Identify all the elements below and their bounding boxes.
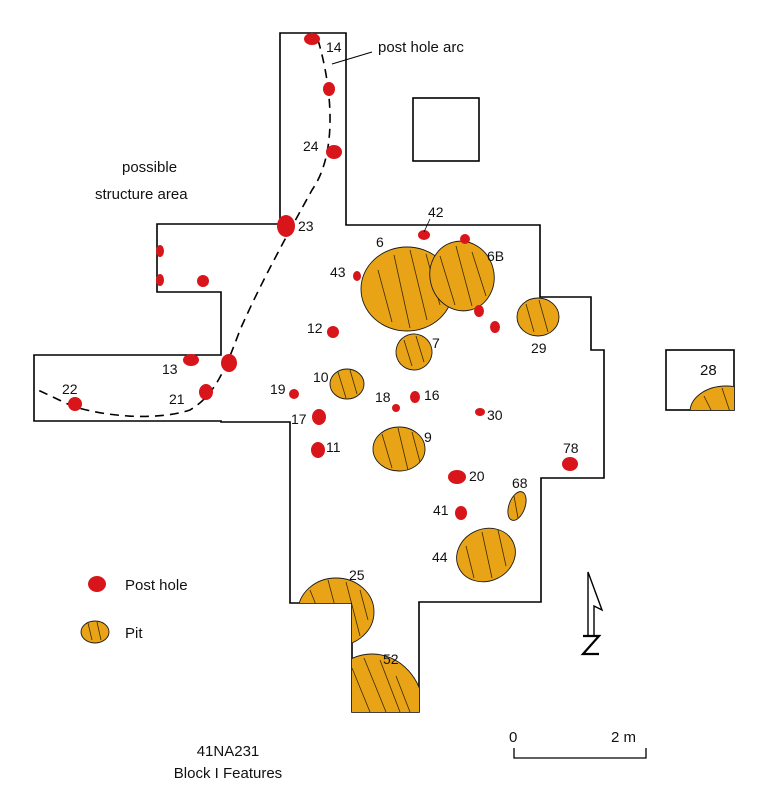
pit-28: [689, 385, 734, 410]
post-hole: [68, 397, 82, 411]
scale-end-label: 2 m: [611, 729, 636, 746]
post-hole: [460, 234, 470, 244]
label-25: 25: [349, 567, 365, 583]
label-9: 9: [424, 429, 432, 445]
label-28: 28: [700, 362, 717, 379]
annotation-structure-line2: structure area: [95, 186, 188, 203]
pit-10: [329, 368, 365, 400]
post-hole: [311, 442, 325, 458]
label-41: 41: [433, 502, 449, 518]
map-title: Block I Features: [174, 765, 282, 782]
site-number: 41NA231: [197, 743, 260, 760]
pit-6b: [429, 240, 495, 312]
label-42: 42: [428, 204, 444, 220]
legend-pit-label: Pit: [125, 625, 143, 642]
label-78: 78: [563, 440, 579, 456]
pit-25: [297, 577, 375, 647]
label-23: 23: [298, 218, 314, 234]
label-24: 24: [303, 138, 319, 154]
label-43: 43: [330, 264, 346, 280]
label-16: 16: [424, 387, 440, 403]
post-hole: [199, 384, 213, 400]
pits-group: [297, 240, 560, 712]
post-hole: [183, 354, 199, 366]
post-hole: [475, 408, 485, 416]
post-hole: [312, 409, 326, 425]
label-44: 44: [432, 549, 448, 565]
post-hole: [353, 271, 361, 281]
label-6b: 6B: [487, 248, 504, 264]
label-20: 20: [469, 468, 485, 484]
post-hole: [323, 82, 335, 96]
legend: Post hole Pit: [80, 576, 188, 644]
scale-start-label: 0: [509, 729, 517, 746]
legend-pit-symbol: [80, 620, 110, 644]
pit-68: [507, 491, 527, 521]
label-7: 7: [432, 335, 440, 351]
label-14: 14: [326, 39, 342, 55]
north-arrow-icon: [580, 571, 604, 656]
post-hole: [156, 274, 164, 286]
label-68: 68: [512, 475, 528, 491]
post-hole: [455, 506, 467, 520]
label-42-leader: [423, 218, 431, 233]
annotation-structure-line1: possible: [122, 159, 177, 176]
arc-leader-line: [331, 51, 373, 65]
post-hole: [327, 326, 339, 338]
post-hole: [392, 404, 400, 412]
post-hole: [277, 215, 295, 237]
isolated-unit: [412, 97, 480, 162]
post-hole: [326, 145, 342, 159]
post-hole: [474, 305, 484, 317]
label-18: 18: [375, 389, 391, 405]
pit-52: [319, 653, 425, 712]
label-29: 29: [531, 340, 547, 356]
post-hole: [448, 470, 466, 484]
label-30: 30: [487, 407, 503, 423]
label-52: 52: [383, 651, 399, 667]
pit-29: [516, 297, 560, 337]
label-22: 22: [62, 381, 78, 397]
label-19: 19: [270, 381, 286, 397]
annotation-post-hole-arc: post hole arc: [378, 39, 464, 56]
post-hole: [289, 389, 299, 399]
scale-bar: 0 2 m: [509, 729, 647, 759]
pit-7: [395, 333, 433, 371]
legend-post-hole-symbol: [88, 576, 106, 592]
label-13: 13: [162, 361, 178, 377]
label-6: 6: [376, 234, 384, 250]
post-hole: [410, 391, 420, 403]
pit-9: [372, 426, 426, 472]
label-10: 10: [313, 369, 329, 385]
post-hole: [156, 245, 164, 257]
post-hole: [418, 230, 430, 240]
pit-44: [456, 527, 516, 583]
post-hole: [490, 321, 500, 333]
label-11: 11: [326, 439, 341, 455]
post-holes-group: [68, 33, 578, 520]
post-hole: [197, 275, 209, 287]
legend-post-hole-label: Post hole: [125, 577, 188, 594]
post-hole: [562, 457, 578, 471]
label-12: 12: [307, 320, 323, 336]
label-21: 21: [169, 391, 185, 407]
label-17: 17: [291, 411, 307, 427]
feature-labels: 14 24 23 42 6 6B 43 12 7 29 28 13 22 21 …: [62, 39, 717, 667]
post-hole: [221, 354, 237, 372]
post-hole: [304, 33, 320, 45]
